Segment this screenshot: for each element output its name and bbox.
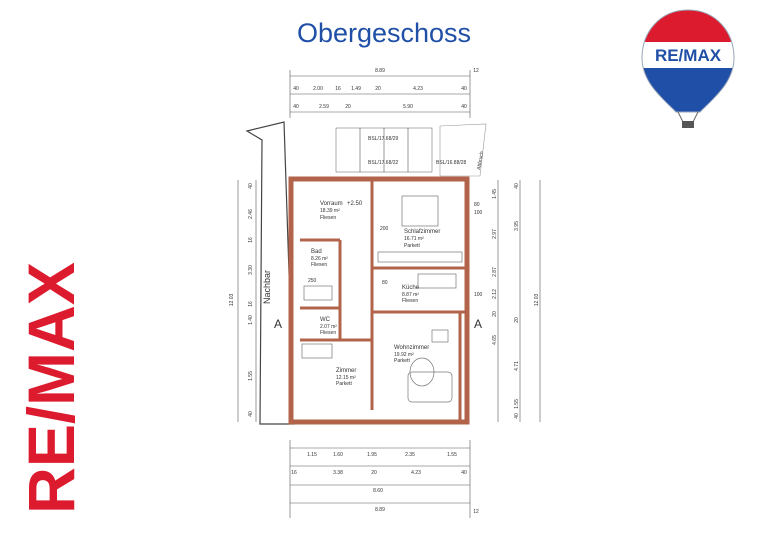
dim-bot-r2-1: 3.38	[333, 470, 343, 476]
dim-top-r2-2: 20	[345, 104, 351, 110]
remax-balloon-logo: RE/MAX	[641, 9, 735, 128]
dim-top-r2-0: 40	[293, 104, 299, 110]
room-zimmer-floor: Parkett	[336, 381, 352, 387]
room-wohnzimmer-name: Wohnzimmer	[394, 345, 429, 351]
dim-bot-r2-4: 40	[461, 470, 467, 476]
stair-label-3: BSL/16.88/28	[436, 160, 467, 166]
opening-1: 80	[474, 202, 480, 208]
dim-left-0: 40	[248, 183, 254, 189]
dim-bot-r1-0: 1.15	[307, 452, 317, 458]
room-zimmer-area: 12.15 m²	[336, 375, 356, 381]
stair-label-2: BSL/17.68/22	[368, 160, 399, 166]
dim-bot-r2-3: 4.23	[411, 470, 421, 476]
dim-left-2: 16	[248, 237, 254, 243]
room-kueche-area: 8.87 m²	[402, 292, 419, 298]
dim-left-3: 3.30	[248, 265, 254, 275]
remax-vertical-logo: RE/MAX	[22, 262, 82, 514]
dim-bot-r1-2: 1.95	[367, 452, 377, 458]
dim-right-inner-5: 4.65	[492, 335, 498, 345]
dim-top-r1-4: 20	[375, 86, 381, 92]
svg-text:RE/MAX: RE/MAX	[655, 46, 722, 65]
dim-top-r1-3: 1.49	[351, 86, 361, 92]
dim-bot-total: 8.89	[375, 507, 385, 513]
dim-bot-r2-2: 20	[371, 470, 377, 476]
dim-right-1: 3.95	[514, 221, 520, 231]
dim-top-r1-2: 16	[335, 86, 341, 92]
opening-6: 250	[308, 278, 317, 284]
room-wc-name: WC	[320, 317, 331, 323]
dim-top-r1-1: 2.00	[313, 86, 323, 92]
room-wohnzimmer-area: 19.92 m²	[394, 352, 414, 358]
dim-left-total: 12.03	[229, 294, 235, 307]
dim-left-5: 1.40	[248, 315, 254, 325]
dim-bot-r1-1: 1.60	[333, 452, 343, 458]
dim-right-0: 40	[514, 183, 520, 189]
dim-bot-r3: 8.60	[373, 488, 383, 494]
dim-right-total: 12.03	[534, 294, 540, 307]
dim-bot-r1-3: 2.35	[405, 452, 415, 458]
abbruch-label: Abbruch	[476, 151, 485, 171]
room-schlafzimmer-floor: Parkett	[404, 243, 420, 249]
dim-top-total: 8.89	[375, 68, 385, 74]
neighbor-wall	[245, 121, 295, 425]
section-marker-right: A	[474, 317, 482, 331]
dim-right-inner-2: 2.87	[492, 267, 498, 277]
room-schlafzimmer-name: Schlafzimmer	[404, 229, 440, 235]
room-bad-floor: Fliesen	[311, 262, 327, 268]
dim-right-5: 40	[514, 413, 520, 419]
room-schlafzimmer-area: 16.71 m²	[404, 236, 424, 242]
dim-left-4: 16	[248, 301, 254, 307]
dim-top-r2-1: 2.59	[319, 104, 329, 110]
room-zimmer-name: Zimmer	[336, 368, 356, 374]
section-marker-left: A	[274, 317, 282, 331]
dim-right-inner-4: 20	[492, 311, 498, 317]
page-title: Obergeschoss	[296, 18, 472, 48]
dim-left-6: 1.55	[248, 371, 254, 381]
dim-top-r1-6: 40	[461, 86, 467, 92]
svg-text:RE/MAX: RE/MAX	[22, 262, 82, 514]
dim-top-r1-0: 40	[293, 86, 299, 92]
dim-left-7: 40	[248, 411, 254, 417]
opening-4: 80	[382, 280, 388, 286]
room-vorraum-area: 18.39 m²	[320, 208, 340, 214]
room-bad-name: Bad	[311, 249, 322, 255]
room-wc-area: 2.07 m²	[320, 324, 337, 330]
opening-5: 100	[474, 292, 483, 298]
opening-2: 100	[474, 210, 483, 216]
room-bad-area: 8.26 m²	[311, 256, 328, 262]
room-wohnzimmer-floor: Parkett	[394, 358, 410, 364]
interior-walls	[300, 180, 466, 420]
room-kueche-floor: Fliesen	[402, 298, 418, 304]
dim-top-r2-4: 40	[461, 104, 467, 110]
room-wc-floor: Fliesen	[320, 330, 336, 336]
outer-walls	[288, 176, 470, 425]
dim-left-1: 2.46	[248, 209, 254, 219]
opening-3: 200	[380, 226, 389, 232]
dim-right-3: 4.71	[514, 361, 520, 371]
dim-right-inner-0: 1.45	[492, 189, 498, 199]
dim-top-r2-3: 5.90	[403, 104, 413, 110]
dim-right-4: 1.55	[514, 399, 520, 409]
room-vorraum-floor: Fliesen	[320, 215, 336, 221]
dim-right-inner-3: 2.12	[492, 289, 498, 299]
room-vorraum-name: Vorraum	[320, 201, 343, 207]
level-marker: +2.50	[347, 201, 363, 207]
neighbor-label: Nachbar	[262, 270, 272, 304]
dim-top-r1-5: 4.23	[413, 86, 423, 92]
dim-right-2: 20	[514, 317, 520, 323]
dim-right-inner-1: 2.97	[492, 229, 498, 239]
dim-top-small: 12	[473, 68, 479, 74]
dim-bot-r1-4: 1.55	[447, 452, 457, 458]
dim-bot-r2-0: 16	[291, 470, 297, 476]
stair-label-1: BSL/17.68/29	[368, 136, 399, 142]
room-kueche-name: Küche	[402, 285, 420, 291]
dim-bot-small: 12	[473, 509, 479, 515]
